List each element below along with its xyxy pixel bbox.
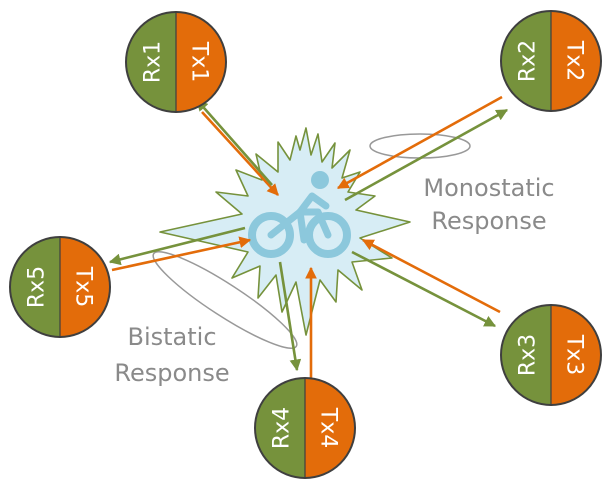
rx1-label: Rx1 xyxy=(141,41,166,83)
monostatic-label-line1: Monostatic xyxy=(423,174,554,202)
arrows xyxy=(108,95,509,378)
arrow-target-to-rx2 xyxy=(344,108,509,202)
bistatic-ellipse xyxy=(152,251,298,349)
tx4-label: Tx4 xyxy=(316,407,341,448)
arrow-tx1-to-target xyxy=(201,111,279,196)
arrow-target-to-rx3 xyxy=(351,250,497,328)
node-3: Rx3 Tx3 xyxy=(500,304,602,406)
tx1-half xyxy=(176,12,226,112)
arrow-target-to-rx1 xyxy=(196,99,273,186)
tx3-label: Tx3 xyxy=(562,334,587,375)
tx5-half xyxy=(60,237,110,337)
node-2: Rx2 Tx2 xyxy=(500,10,602,112)
node-1: Rx1 Tx1 xyxy=(125,11,227,113)
rx5-label: Rx5 xyxy=(25,266,50,308)
rx1-half xyxy=(126,12,176,112)
tx4-half xyxy=(305,378,355,478)
rx3-half xyxy=(501,305,551,405)
arrow-tx5-to-target xyxy=(111,236,252,272)
bistatic-label-line1: Bistatic xyxy=(127,323,216,351)
arrow-tx3-to-target xyxy=(361,238,501,314)
cyclist-icon xyxy=(248,171,351,258)
rx4-half xyxy=(255,378,305,478)
tx1-label: Tx1 xyxy=(187,41,212,82)
node-5: Rx5 Tx5 xyxy=(9,236,111,338)
tx2-label: Tx2 xyxy=(562,40,587,81)
rx5-half xyxy=(10,237,60,337)
bistatic-label-line2: Response xyxy=(114,359,229,387)
arrow-tx2-to-target xyxy=(336,95,503,190)
arrow-target-to-rx4 xyxy=(278,261,302,372)
tx2-half xyxy=(551,11,601,111)
rx3-label: Rx3 xyxy=(516,334,541,376)
scatter-pattern-shape xyxy=(159,127,411,336)
node-4: Rx4 Tx4 xyxy=(254,377,356,479)
rx2-label: Rx2 xyxy=(516,40,541,82)
monostatic-label-line2: Response xyxy=(431,207,546,235)
rx2-half xyxy=(501,11,551,111)
arrow-target-to-rx5 xyxy=(108,226,246,266)
tx5-label: Tx5 xyxy=(71,266,96,307)
tx3-half xyxy=(551,305,601,405)
rx4-label: Rx4 xyxy=(270,407,295,449)
